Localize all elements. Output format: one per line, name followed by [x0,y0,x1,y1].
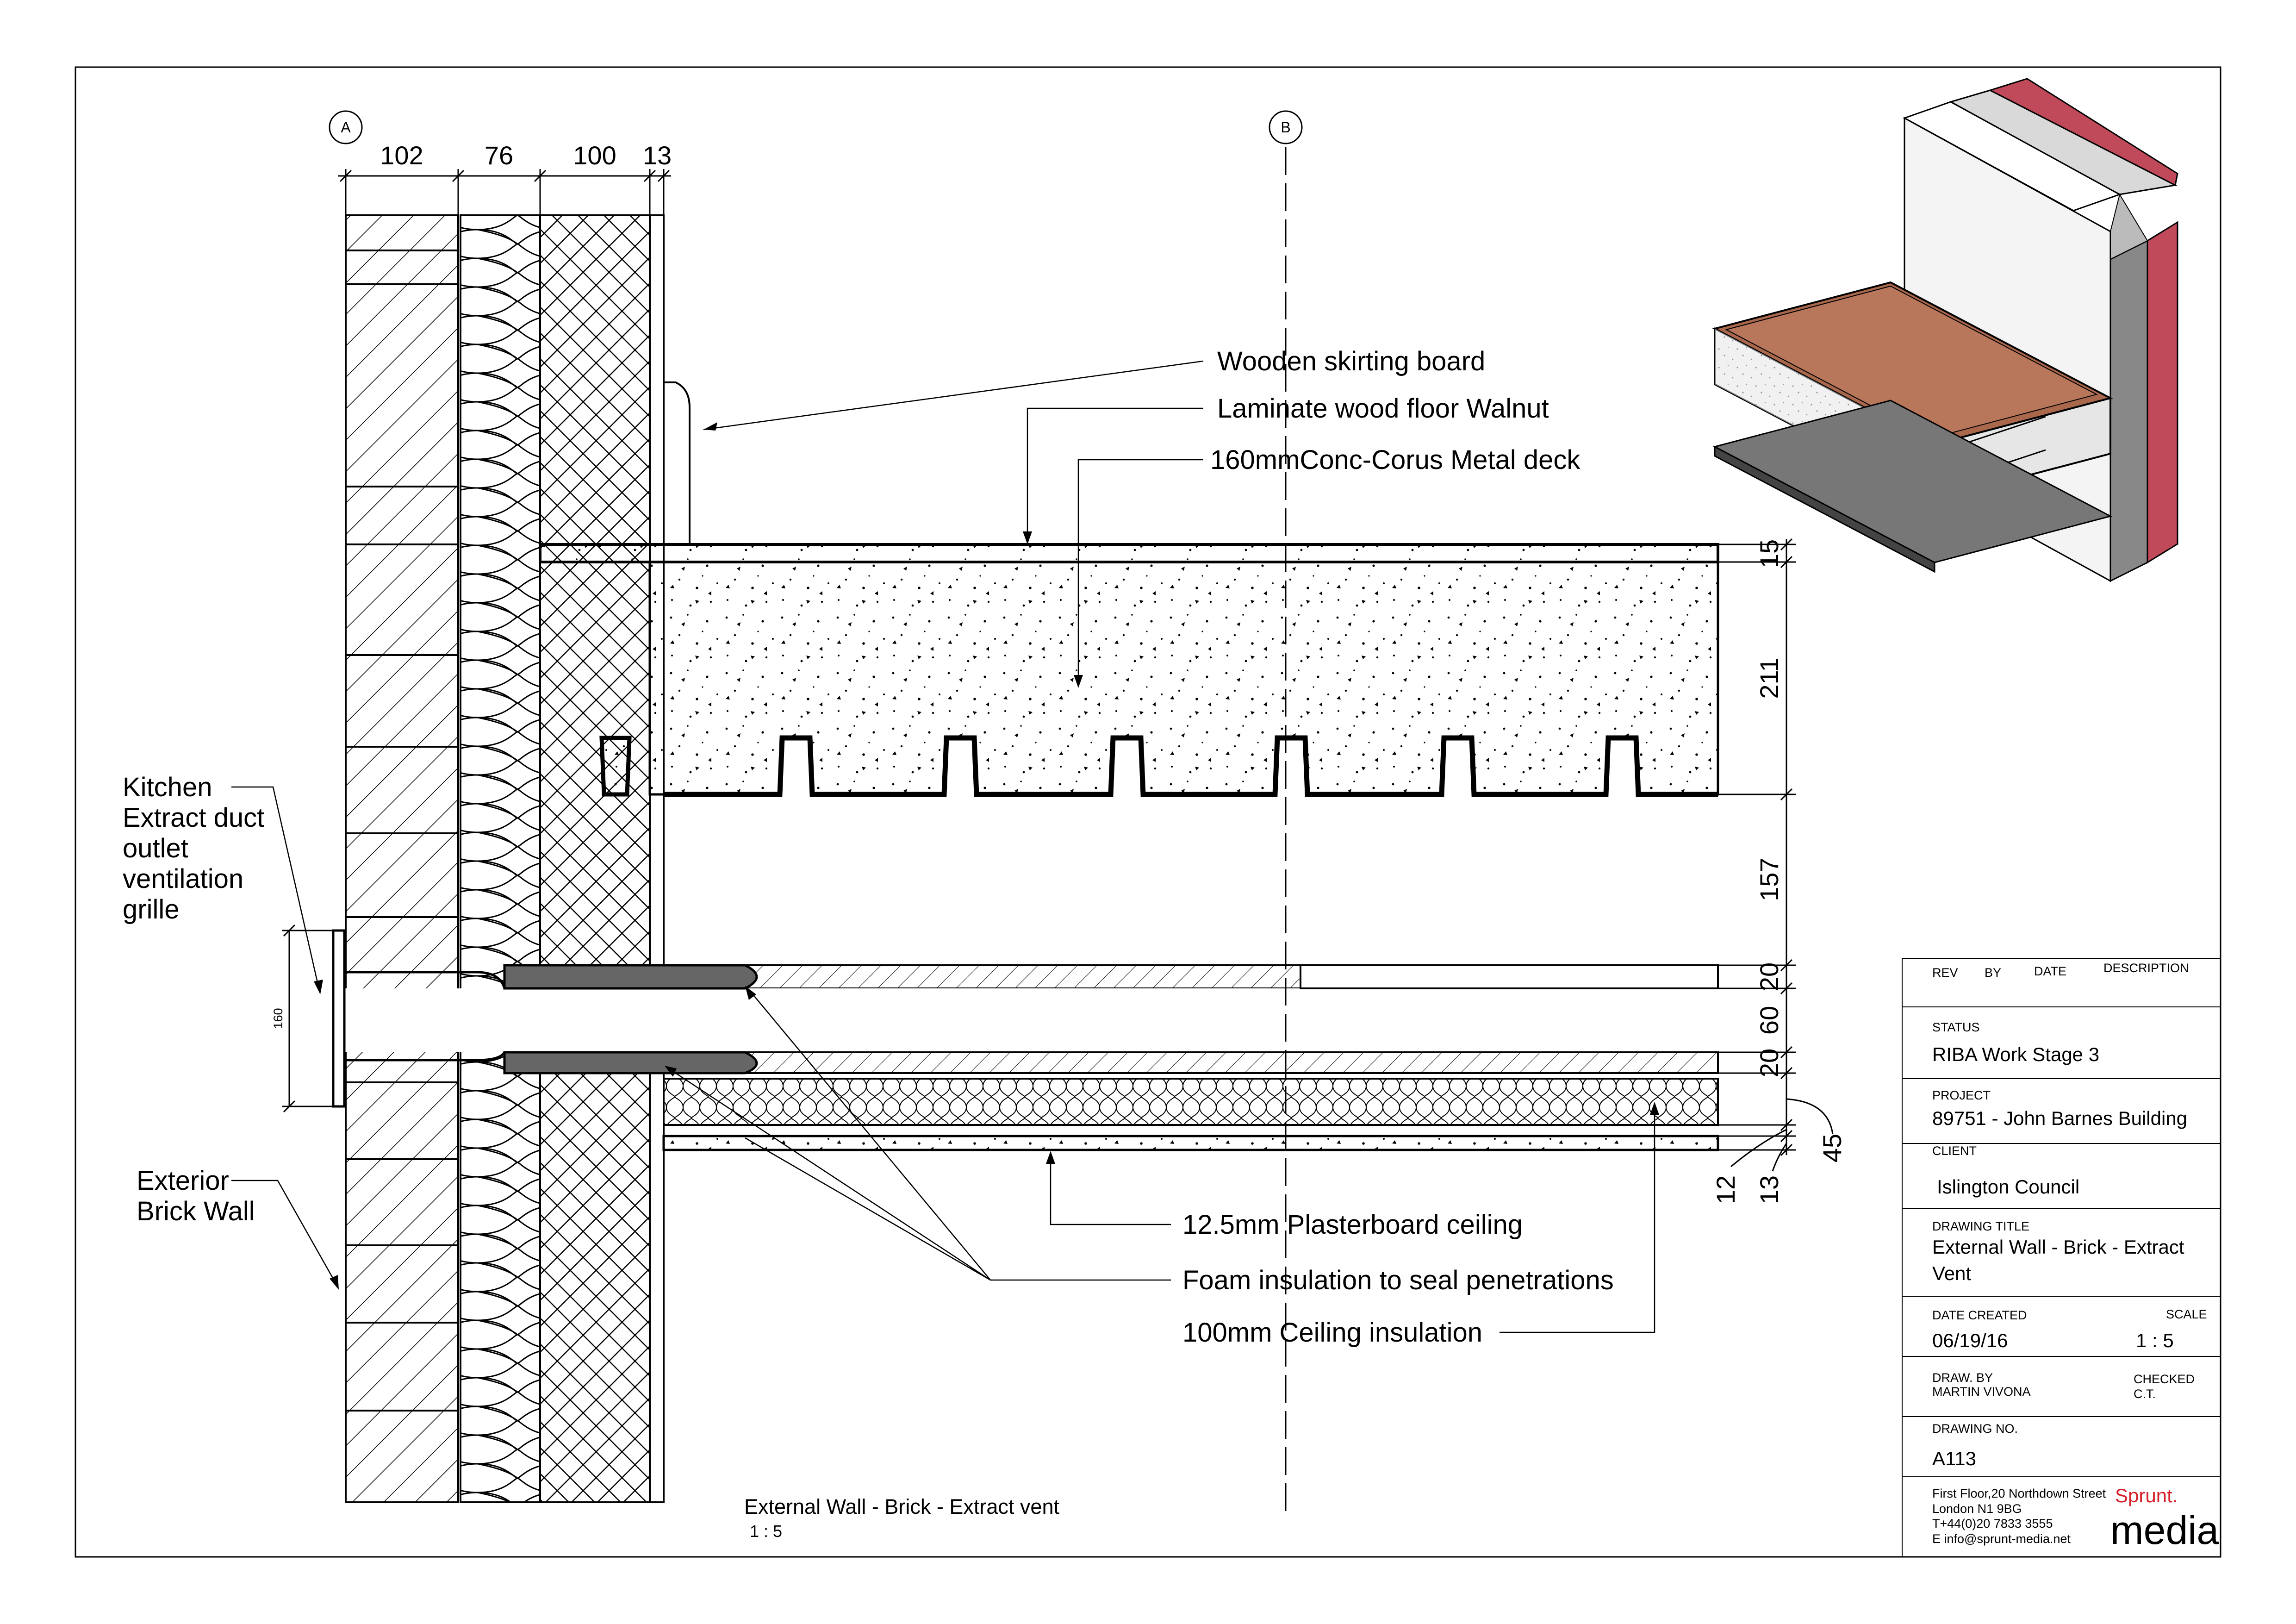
dim-duct-height: 160 [271,1008,285,1029]
dim-plaster: 13 [643,141,672,170]
dim-board: 13 [1755,1175,1784,1204]
tb-drawn-label: DRAW. BY [1932,1371,1993,1385]
dim-gap: 12 [1711,1175,1740,1204]
dim-duct-top: 20 [1755,962,1784,991]
label-exterior-1: Exterior [137,1166,229,1196]
tb-checked-label: CHECKED [2134,1372,2195,1386]
plasterboard-ceiling [662,1135,1719,1151]
dim-duct-bottom: 20 [1755,1049,1784,1077]
label-kitchen-2: Extract duct [123,803,264,833]
leader-arrows [314,422,1659,1290]
label-kitchen-1: Kitchen [123,772,212,802]
grid-bubble-a [329,110,363,144]
cavity-insulation [460,214,541,1503]
tb-project-label: PROJECT [1932,1088,1991,1102]
dim-brick: 102 [380,141,423,170]
label-kitchen-3: outlet [123,833,188,863]
label-skirting: Wooden skirting board [1217,346,1485,376]
label-deck: 160mmConc-Corus Metal deck [1210,445,1580,475]
label-kitchen-4: ventilation [123,864,243,894]
grid-bubble-b [1269,110,1303,144]
brick-courses [346,250,458,1412]
tb-address-4: E info@sprunt-media.net [1932,1532,2071,1546]
dim-void: 157 [1755,858,1784,901]
vent-grille [332,929,346,1108]
metal-deck-left [599,736,632,797]
tb-date: 06/19/16 [1932,1330,2008,1351]
tb-address-3: T+44(0)20 7833 3555 [1932,1517,2053,1530]
tb-scale-label: SCALE [2166,1307,2207,1321]
tb-description-header: DESCRIPTION [2103,961,2189,975]
tb-address-2: London N1 9BG [1932,1502,2022,1516]
skirting-board [663,381,691,545]
label-kitchen-5: grille [123,894,180,924]
tb-drawing-title-2: Vent [1932,1262,1971,1284]
grid-label-b: B [1281,119,1290,136]
label-ceiling-insulation: 100mm Ceiling insulation [1182,1318,1482,1348]
tb-drawing-no-label: DRAWING NO. [1932,1422,2018,1436]
tb-project: 89751 - John Barnes Building [1932,1107,2187,1129]
tb-drawing-no: A113 [1932,1448,1976,1469]
duct-dimension-line [282,924,333,1113]
logo-media: media [2110,1508,2219,1553]
dim-insulation-zone: 45 [1817,1134,1847,1162]
tb-client: Islington Council [1937,1176,2079,1198]
tb-checked: C.T. [2134,1387,2156,1401]
tb-client-label: CLIENT [1932,1144,1977,1158]
right-dimension-line [1718,538,1834,1172]
view-scale: 1 : 5 [750,1522,782,1541]
foam-seal-top [503,964,758,990]
tb-drawing-title-label: DRAWING TITLE [1932,1219,2029,1233]
tb-date-header: DATE [2034,964,2066,978]
concrete-deck [540,561,1719,796]
sheet-border [75,66,2221,1558]
wall-dimension-line [338,169,671,215]
tb-date-label: DATE CREATED [1932,1308,2027,1322]
tb-scale: 1 : 5 [2136,1330,2174,1351]
duct-casing-bottom [663,1051,1719,1074]
logo-sprunt: Sprunt. [2115,1485,2178,1506]
plaster-finish [649,214,665,1503]
label-exterior-2: Brick Wall [137,1196,255,1226]
dim-duct: 60 [1755,1006,1784,1035]
duct-interior [342,988,1718,1052]
label-foam: Foam insulation to seal penetrations [1182,1265,1614,1295]
isometric-view [1712,78,2178,582]
label-plasterboard: 12.5mm Plasterboard ceiling [1182,1210,1523,1240]
foam-seal-bottom [503,1051,758,1074]
tb-status: RIBA Work Stage 3 [1932,1043,2099,1065]
tb-status-label: STATUS [1932,1020,1980,1034]
tb-address-1: First Floor,20 Northdown Street [1932,1487,2106,1500]
label-laminate: Laminate wood floor Walnut [1217,394,1549,424]
view-title: External Wall - Brick - Extract vent [744,1495,1059,1518]
ceiling-insulation [663,1078,1719,1126]
duct-casing-plain [1300,964,1719,989]
dim-floor-finish: 15 [1755,539,1784,568]
leader-lines [231,360,1655,1333]
section-drawing: A B 102 76 100 13 [123,110,1847,1541]
metal-deck-profile [664,735,1718,797]
tb-by-header: BY [1985,966,2001,980]
grid-label-a: A [341,119,351,136]
brick-leaf [345,214,459,1503]
tb-drawn: MARTIN VIVONA [1932,1385,2031,1399]
title-block [1902,958,2221,1557]
inner-blockwork [539,214,651,1503]
dim-cavity: 76 [485,141,513,170]
laminate-floor [539,543,1719,563]
tb-rev-header: REV [1932,966,1958,980]
tb-drawing-title-1: External Wall - Brick - Extract [1932,1236,2184,1258]
dim-block: 100 [573,141,616,170]
dim-deck: 211 [1755,657,1784,699]
